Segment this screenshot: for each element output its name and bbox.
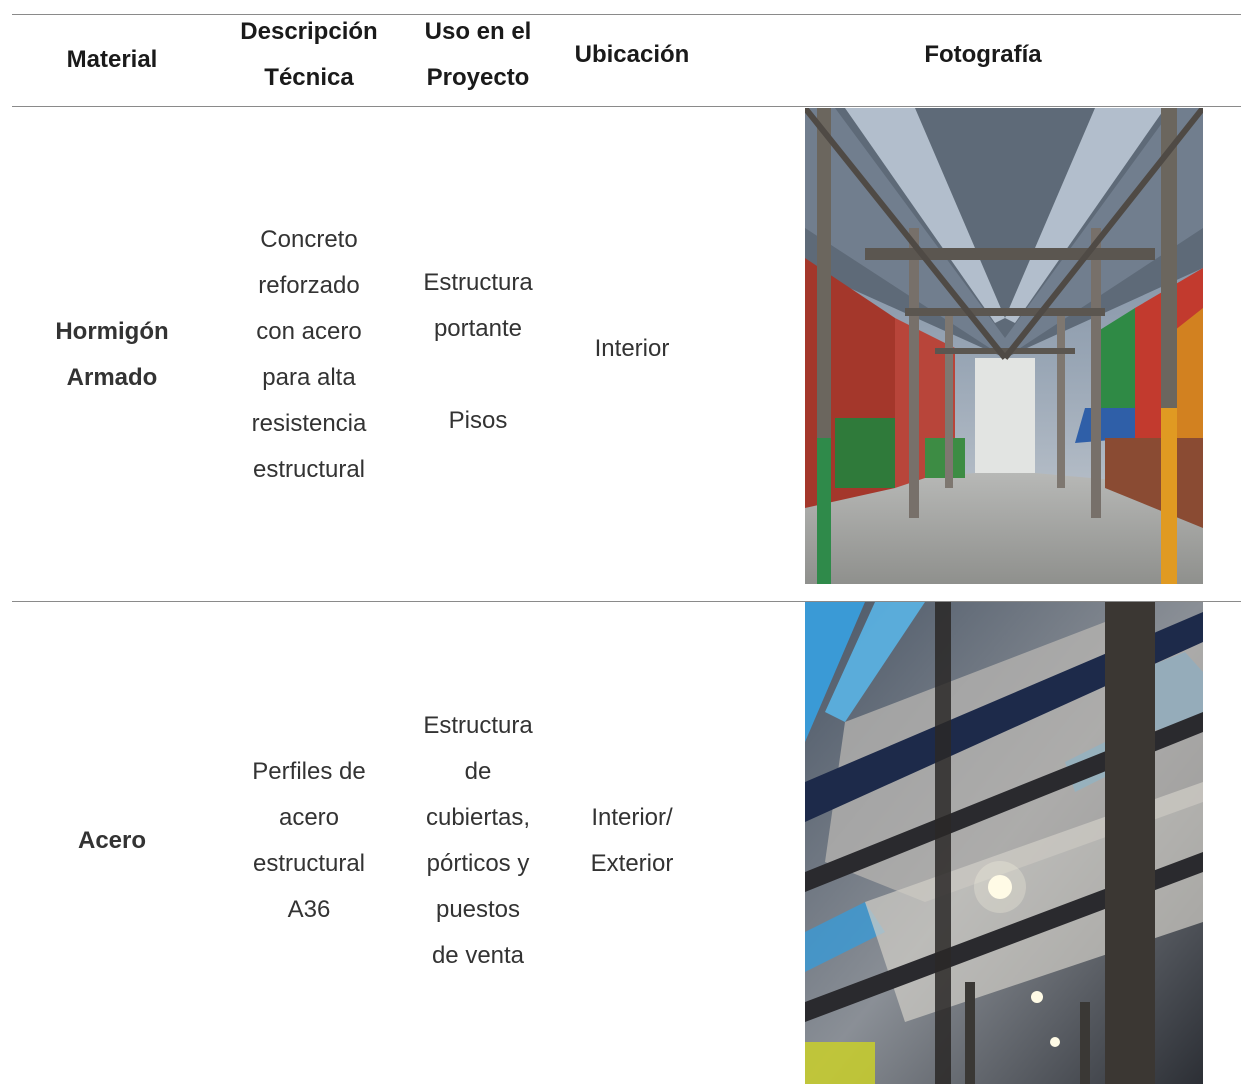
row1-descripcion-line: reforzado: [258, 271, 360, 299]
header-fotografia: Fotografía: [924, 41, 1042, 68]
row1-uso-line: portante: [433, 314, 523, 342]
header-material: Material: [66, 46, 158, 73]
header-descripcion-tecnica: Descripción Técnica: [240, 18, 378, 91]
row2-ubicacion: Interior/Exterior: [558, 603, 706, 1078]
row2-material: Acero: [77, 826, 147, 854]
header-uso-proyecto: Uso en el Proyecto: [424, 18, 532, 91]
row2-uso: Estructura de cubiertas, pórticos y puestos d…: [398, 603, 558, 1078]
row1-uso-line: Estructura: [423, 268, 533, 296]
row1-descripcion-line: resistencia: [251, 409, 367, 437]
row2-ubicacion-line: Exterior: [590, 849, 674, 877]
row1-descripcion-line: estructural: [252, 455, 366, 483]
row1-uso-line: [475, 352, 482, 398]
row1-descripcion: Concreto reforzado con acero para alta resis…: [220, 108, 398, 601]
row1-uso-line: Pisos: [448, 406, 508, 434]
row2-descripcion-line: Perfiles de: [252, 757, 366, 785]
row1-ubicacion-line: Interior: [594, 334, 670, 362]
header-bottom-rule: [12, 106, 1241, 107]
row2-uso-line: Estructura: [423, 711, 533, 739]
row2-descripcion-line: acero: [278, 803, 340, 831]
photo-market-interior: [805, 108, 1203, 584]
row1-descripcion-line: con acero: [256, 317, 362, 345]
row2-uso-line: cubiertas,: [425, 803, 531, 831]
row1-ubicacion: Interior: [558, 108, 706, 589]
row1-uso: Estructura portante Pisos: [398, 108, 558, 595]
header-ubicacion: Ubicación: [574, 41, 690, 68]
row2-uso-line: de: [464, 757, 492, 785]
row2-uso-line: puestos: [435, 895, 521, 923]
row2-uso-line: pórticos y: [426, 849, 530, 877]
row2-descripcion-line: A36: [287, 895, 331, 923]
photo-steel-roof: [805, 602, 1203, 1084]
row2-uso-line: de venta: [431, 941, 525, 969]
row2-ubicacion-line: Interior/: [591, 803, 673, 831]
table-top-rule: [12, 14, 1241, 15]
row1-descripcion-line: Concreto: [260, 225, 358, 253]
row1-material: Hormigón Armado: [55, 317, 169, 391]
row-divider-rule: [12, 601, 1241, 602]
row1-descripcion-line: para alta: [262, 363, 356, 391]
row2-descripcion-line: estructural: [252, 849, 366, 877]
